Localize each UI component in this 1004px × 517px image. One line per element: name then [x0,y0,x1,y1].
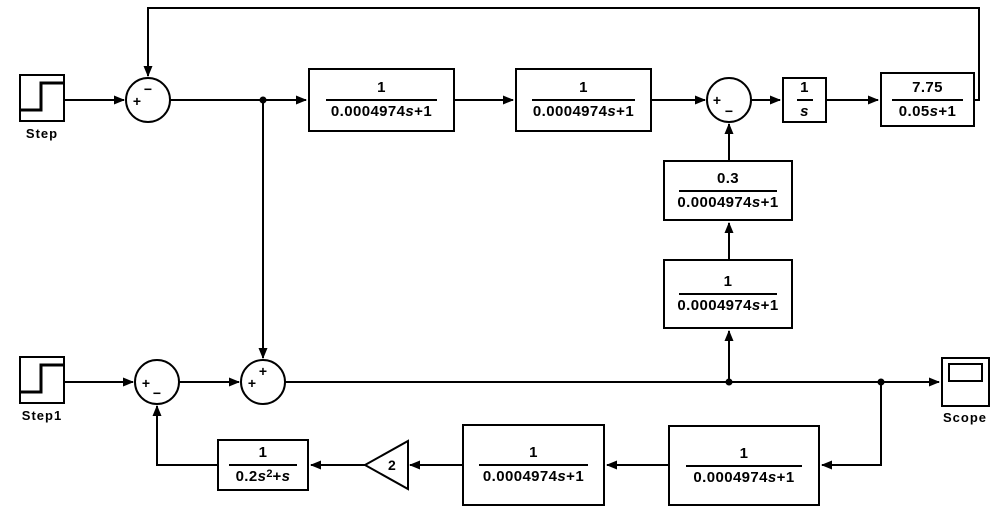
tf-numerator: 1 [723,273,733,291]
tf-numerator: 1 [377,79,386,97]
sum-sign-plus: + [258,363,268,379]
transfer-fcn-block-tf1[interactable]: 1 0.0004974s+1 [308,68,455,132]
fraction-line [228,464,298,466]
fraction-line [678,293,778,295]
transfer-fcn-block-bot-mid[interactable]: 1 0.0004974s+1 [462,424,605,506]
fraction-line [796,99,813,101]
fraction-line [325,99,438,101]
branch-point [877,378,885,386]
sum-junction-top-left[interactable] [125,77,171,123]
scope-screen-icon [948,363,983,382]
block-label-step1: Step1 [21,408,63,423]
branch-point [725,378,733,386]
branch-point [259,96,267,104]
block-label-scope: Scope [942,410,988,425]
tf-denominator: 0.05s+1 [898,102,957,120]
sum-junction-top-right[interactable] [706,77,752,123]
step-signal-icon [21,363,63,394]
transfer-fcn-block-bot-right[interactable]: 1 0.0004974s+1 [668,425,820,506]
tf-numerator: 1 [739,444,749,462]
wire-bot-int-to-sum-feedback[interactable] [152,405,217,466]
sum-sign-plus: + [712,92,722,108]
tf-numerator: 1 [258,444,268,462]
sum-sign-minus: − [724,103,734,119]
sum-sign-plus: + [247,375,257,391]
tf-numerator: 1 [800,79,809,97]
transfer-fcn-block-fb-lower[interactable]: 1 0.0004974s+1 [663,259,793,329]
tf-numerator: 7.75 [912,78,943,96]
sum-junction-bottom-mid[interactable] [240,359,286,405]
gain-block[interactable] [362,439,409,491]
wire-branch-down-to-bot-right[interactable] [821,382,882,470]
fraction-line [678,189,778,192]
sum-sign-minus: − [152,385,162,401]
tf-numerator: 0.3 [716,169,740,187]
fraction-line [479,464,588,466]
transfer-fcn-block-bot-int[interactable]: 1 0.2s2+s [217,439,309,491]
sum-sign-plus: + [141,375,151,391]
sum-sign-plus: + [132,93,142,109]
step-source-block[interactable] [19,74,65,122]
fraction-line [892,98,963,101]
step-signal-icon [21,81,63,112]
step1-source-block[interactable] [19,356,65,404]
sum-junction-bottom-left[interactable] [134,359,180,405]
tf-denominator: 0.0004974s+1 [532,103,635,120]
tf-denominator: s [800,103,809,120]
transfer-fcn-block-plant[interactable]: 7.75 0.05s+1 [880,72,975,127]
fraction-line [531,99,636,101]
block-label-step: Step [25,126,59,141]
tf-numerator: 1 [529,444,538,462]
gain-value-label: 2 [388,457,396,473]
integrator-block[interactable]: 1 s [782,77,827,123]
transfer-fcn-block-fb-upper[interactable]: 0.3 0.0004974s+1 [663,160,793,221]
tf-denominator: 0.0004974s+1 [693,468,795,486]
tf-denominator: 0.0004974s+1 [677,193,779,211]
tf-denominator: 0.0004974s+1 [330,103,433,120]
tf-numerator: 1 [579,79,588,97]
tf-denominator: 0.0004974s+1 [677,297,779,314]
tf-denominator: 0.0004974s+1 [482,468,585,485]
wire-outer-feedback-loop[interactable] [143,7,980,101]
tf-denominator: 0.2s2+s [235,468,291,485]
scope-block[interactable] [941,357,990,407]
transfer-fcn-block-tf2[interactable]: 1 0.0004974s+1 [515,68,652,132]
sum-sign-minus: − [143,81,153,97]
fraction-line [686,464,802,467]
